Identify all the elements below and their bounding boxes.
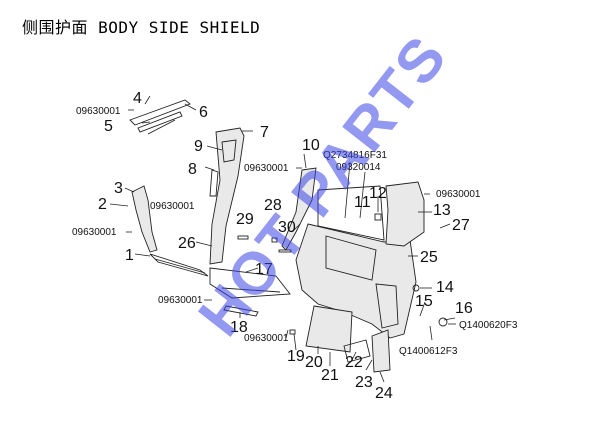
callout-30: 30 [278,219,296,236]
fasteners [237,213,382,335]
code-label-q-b: 09320014 [336,162,381,173]
callout-17: 17 [255,261,273,278]
callout-6: 6 [199,104,208,121]
callout-22: 22 [345,354,363,371]
callout-13: 13 [433,202,451,219]
code-label-left-mid: 09630001 [150,201,195,212]
callout-21: 21 [321,367,339,384]
code-label-bottom: 09630001 [244,333,289,344]
callout-11: 11 [354,194,371,211]
callout-28: 28 [264,197,282,214]
callout-23: 23 [355,374,373,391]
callout-1: 1 [125,247,134,264]
leader-lines [109,95,456,383]
code-label-left-low: 09630001 [72,227,117,238]
callout-10: 10 [302,137,320,154]
sill-strip-1 [149,253,209,277]
b-pillar-trim [209,127,245,265]
callout-26: 26 [178,235,196,252]
callout-2: 2 [98,196,107,213]
strip-18 [223,305,259,317]
callout-5: 5 [104,118,113,135]
callout-24: 24 [375,385,393,402]
callout-27: 27 [452,217,470,234]
callout-20: 20 [305,354,323,371]
clip-14 [412,284,420,292]
panel-24 [371,329,391,373]
bracket-22 [343,339,371,363]
side-trim-3 [131,185,158,253]
clip-16 [438,317,448,327]
callout-8: 8 [188,161,197,178]
part-code-labels: 09630001 09630001 09630001 09630001 0963… [72,106,518,357]
upper-rear-panel-13 [385,181,425,247]
callout-18: 18 [230,319,248,336]
callout-14: 14 [436,279,454,296]
code-label-right: 09630001 [436,189,481,200]
code-label-top: 09630001 [76,106,121,117]
trim-strips-top [129,99,191,135]
c-pillar-10 [281,167,317,251]
code-label-floor: 09630001 [158,295,203,306]
callout-16: 16 [455,300,473,317]
upper-panel-11 [317,185,385,241]
code-label-q-a: Q2734816F31 [323,150,387,161]
code-label-q-d: Q1400612F3 [399,346,458,357]
lower-panel-21 [305,305,353,353]
callout-15: 15 [415,293,433,310]
callout-4: 4 [133,90,142,107]
callout-19: 19 [287,348,305,365]
callout-12: 12 [369,185,387,202]
callout-29: 29 [236,211,254,228]
callout-numbers: 4 5 6 7 8 9 10 11 12 13 14 15 16 17 18 1… [98,90,473,402]
callout-3: 3 [114,180,123,197]
page-title: 侧围护面 BODY SIDE SHIELD [22,18,261,37]
code-label-q-c: Q1400620F3 [459,320,518,331]
code-label-pillar: 09630001 [244,163,289,174]
callout-7: 7 [260,124,269,141]
callout-25: 25 [420,249,438,266]
callout-9: 9 [194,138,203,155]
step-panel-17 [209,267,291,299]
